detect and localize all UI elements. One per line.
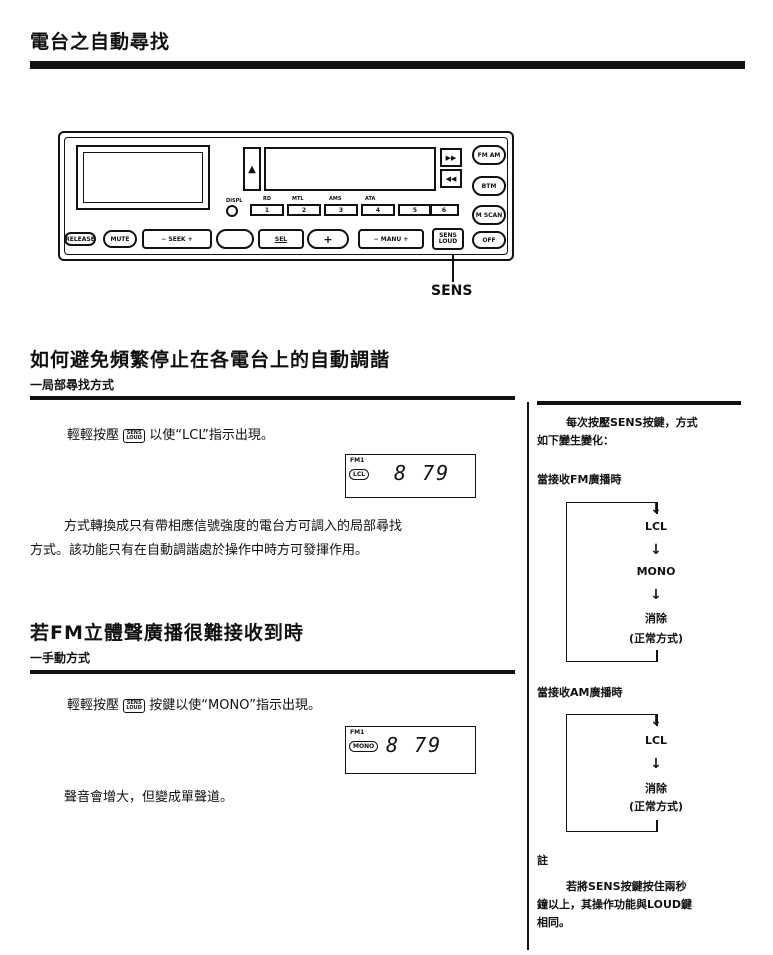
mute-button[interactable]: MUTE [103,230,137,248]
fm-am-button[interactable]: FM AM [472,145,506,165]
note-line3: 相同。 [537,916,570,929]
preset-button-3[interactable]: 3 [324,204,358,216]
preset-button-4[interactable]: 4 [361,204,395,216]
side-intro-line2: 如下變生變化： [537,434,614,447]
title-rule [30,61,745,69]
preset-label-ata: ATA [365,196,376,202]
arrow-down-icon: ↓ [650,756,662,772]
lcd-indicator-lcl: LCL [349,469,370,480]
section2-instruction: 輕輕按壓 SENS LOUD 按鍵以使“MONO”指示出現。 [67,698,321,713]
section1-heading: 如何避免頻繁停止在各電台上的自動調諧 [30,349,391,371]
release-button[interactable]: RELEASE [64,232,96,246]
lcd-display-lcl: FM1 LCL 8 79 [345,454,476,498]
sens-loud-key-icon: SENS LOUD [123,428,146,443]
section2-para: 聲音會增大，但變成單聲道。 [64,790,234,805]
section1-para1: 方式轉換成只有帶相應信號強度的電台方可調入的局部尋找 [64,519,403,534]
off-button[interactable]: OFF [472,231,506,249]
am-flow-normal: (正常方式) [628,800,684,813]
section1-instruction: 輕輕按壓 SENS LOUD 以使“LCL”指示出現。 [67,428,274,443]
eject-icon[interactable]: ▲ [243,147,261,191]
lcd-frequency: 8 79 [386,733,443,757]
note-title: 註 [537,854,548,867]
arrow-down-icon: ↓ [650,542,662,558]
section1-para2: 方式。該功能只有在自動調諧處於操作中時方可發揮作用。 [30,543,369,558]
section2-subheading: 一手動方式 [30,651,91,665]
arrow-down-icon: ↓ [650,713,662,729]
lcd-band: FM1 [350,729,365,736]
radio-left-display [76,145,210,210]
sel-button[interactable]: SEL [258,229,304,249]
section1-subheading: 一局部尋找方式 [30,378,115,392]
sens-callout: SENS [431,283,473,299]
am-flow-lcl: LCL [644,734,668,747]
note-line1: 若將SENS按鍵按住兩秒 [566,880,687,893]
side-am-heading: 當接收AM廣播時 [537,686,623,699]
side-intro-line1: 每次按壓SENS按鍵，方式 [566,416,698,429]
fm-flow-box [566,502,656,662]
preset-button-1[interactable]: 1 [250,204,284,216]
preset-button-2[interactable]: 2 [287,204,321,216]
section2-heading: 若FM立體聲廣播很難接收到時 [30,622,304,644]
am-flow-box [566,714,656,832]
preset-button-5[interactable]: 5 [398,204,432,216]
fm-flow-normal: (正常方式) [628,632,684,645]
page-title: 電台之自動尋找 [30,31,171,53]
side-fm-heading: 當接收FM廣播時 [537,473,622,486]
preset-button-6[interactable]: 6 [429,204,459,216]
note-line2: 鐘以上，其操作功能與LOUD鍵 [537,898,693,911]
lcd-band: FM1 [350,457,365,464]
manu-button[interactable]: − MANU + [358,229,424,249]
lcd-display-mono: FM1 MONO 8 79 [345,726,476,774]
fast-forward-button[interactable]: ▶▶ [440,148,462,167]
side-column-rule [537,401,741,405]
lcd-indicator-mono: MONO [349,741,379,752]
cassette-slot [264,147,436,191]
displ-label: DISPL [226,198,243,204]
volume-down-button[interactable] [216,229,254,249]
preset-label-ams: AMS [329,196,342,202]
preset-label-rd: RD [263,196,272,202]
fm-flow-cancel: 消除 [645,612,667,625]
fm-flow-lcl: LCL [644,520,668,533]
lcd-frequency: 8 79 [394,461,451,485]
sens-callout-line [452,254,454,282]
sens-loud-key-icon: SENS LOUD [123,698,146,713]
preset-label-mtl: MTL [292,196,304,202]
radio-unit [58,131,514,261]
arrow-down-icon: ↓ [650,587,662,603]
arrow-down-icon: ↓ [650,501,662,517]
seek-button[interactable]: − SEEK + [142,229,212,249]
section1-rule [30,396,515,400]
rewind-button[interactable]: ◀◀ [440,169,462,188]
volume-up-button[interactable]: + [307,229,349,249]
side-column-divider [527,402,529,950]
section2-rule [30,670,515,674]
am-flow-cancel: 消除 [645,782,667,795]
displ-button[interactable] [226,205,238,217]
m-scan-button[interactable]: M SCAN [472,205,506,225]
fm-flow-mono: MONO [636,565,676,578]
btm-button[interactable]: BTM [472,176,506,196]
sens-loud-button[interactable]: SENS LOUD [432,228,464,250]
